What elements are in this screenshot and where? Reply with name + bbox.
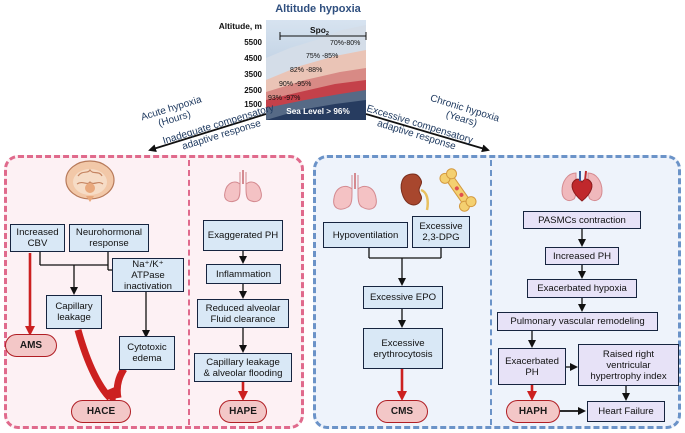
cytotoxic-edema-node: Cytotoxic edema [119,336,175,370]
altitude-ticks: 5500 4500 3500 2500 1500 [244,38,262,109]
lungs-icon [333,173,377,210]
spo2-band: 82% -88% [290,67,322,74]
spo2-band: 90% -95% [279,81,311,88]
acute-panel-divider [188,160,190,425]
hace-outcome: HACE [71,400,131,423]
ams-outcome: AMS [5,334,57,357]
brain-icon [65,160,115,202]
raised-rv-index-node: Raised right ventricular hypertrophy ind… [578,344,679,386]
pasmcs-node: PASMCs contraction [523,211,641,229]
haph-outcome: HAPH [506,400,560,423]
pulmonary-remodeling-node: Pulmonary vascular remodeling [497,312,658,331]
spo2-band: 93% -97% [268,95,300,102]
spo2-band: 70%-80% [330,40,360,47]
na-k-atpase-node: Na⁺/K⁺ ATPase inactivation [112,258,184,292]
excessive-erythrocytosis-node: Excessive erythrocytosis [363,328,443,369]
bone-icon [439,168,477,212]
reduced-alveolar-node: Reduced alveolar Fluid clearance [197,299,289,328]
leak-to-hace-arrow [74,329,113,401]
sea-level-label: Sea Level > 96% [286,107,350,116]
altitude-tick: 3500 [244,70,262,79]
capillary-leakage-node: Capillary leakage [46,295,102,329]
exacerbated-ph-node: Exacerbated PH [498,348,566,385]
excessive-23dpg-node: Excessive 2,3-DPG [412,216,470,248]
increased-cbv-node: Increased CBV [10,224,65,252]
kidney-icon [400,173,429,211]
increased-ph-node: Increased PH [545,247,619,265]
spo2-bands: 70%-80% 75% -85% 82% -88% 90% -95% 93% -… [268,40,360,102]
mountain-base [266,100,366,120]
heart-lungs-icon [561,170,603,202]
cms-outcome: CMS [376,400,428,423]
inflammation-node: Inflammation [206,264,281,284]
altitude-tick: 2500 [244,86,262,95]
chronic-branch-arrow [365,113,490,153]
capillary-flooding-node: Capillary leakage & alveolar flooding [194,353,292,382]
spo2-label: Spo2 [310,25,329,37]
altitude-tick: 5500 [244,38,262,47]
lungs-icon [224,170,262,203]
altitude-tick: 4500 [244,54,262,63]
altitude-axis-label: Altitude, m [219,21,262,31]
altitude-tick: 1500 [244,100,262,109]
exaggerated-ph-node: Exaggerated PH [203,220,283,251]
neurohormonal-node: Neurohormonal response [69,224,149,252]
spo2-band: 75% -85% [306,53,338,60]
chronic-panel-divider [490,160,492,425]
heart-failure-node: Heart Failure [587,401,665,422]
hypoventilation-node: Hypoventilation [323,222,408,248]
exacerbated-hypoxia-node: Exacerbated hypoxia [527,279,637,298]
edema-to-hace-arrow [113,367,127,399]
acute-branch-arrow [148,113,267,153]
diagram-title: Altitude hypoxia [275,3,361,15]
hape-outcome: HAPE [219,400,267,423]
altitude-chart [266,20,367,120]
excessive-epo-node: Excessive EPO [363,286,443,309]
